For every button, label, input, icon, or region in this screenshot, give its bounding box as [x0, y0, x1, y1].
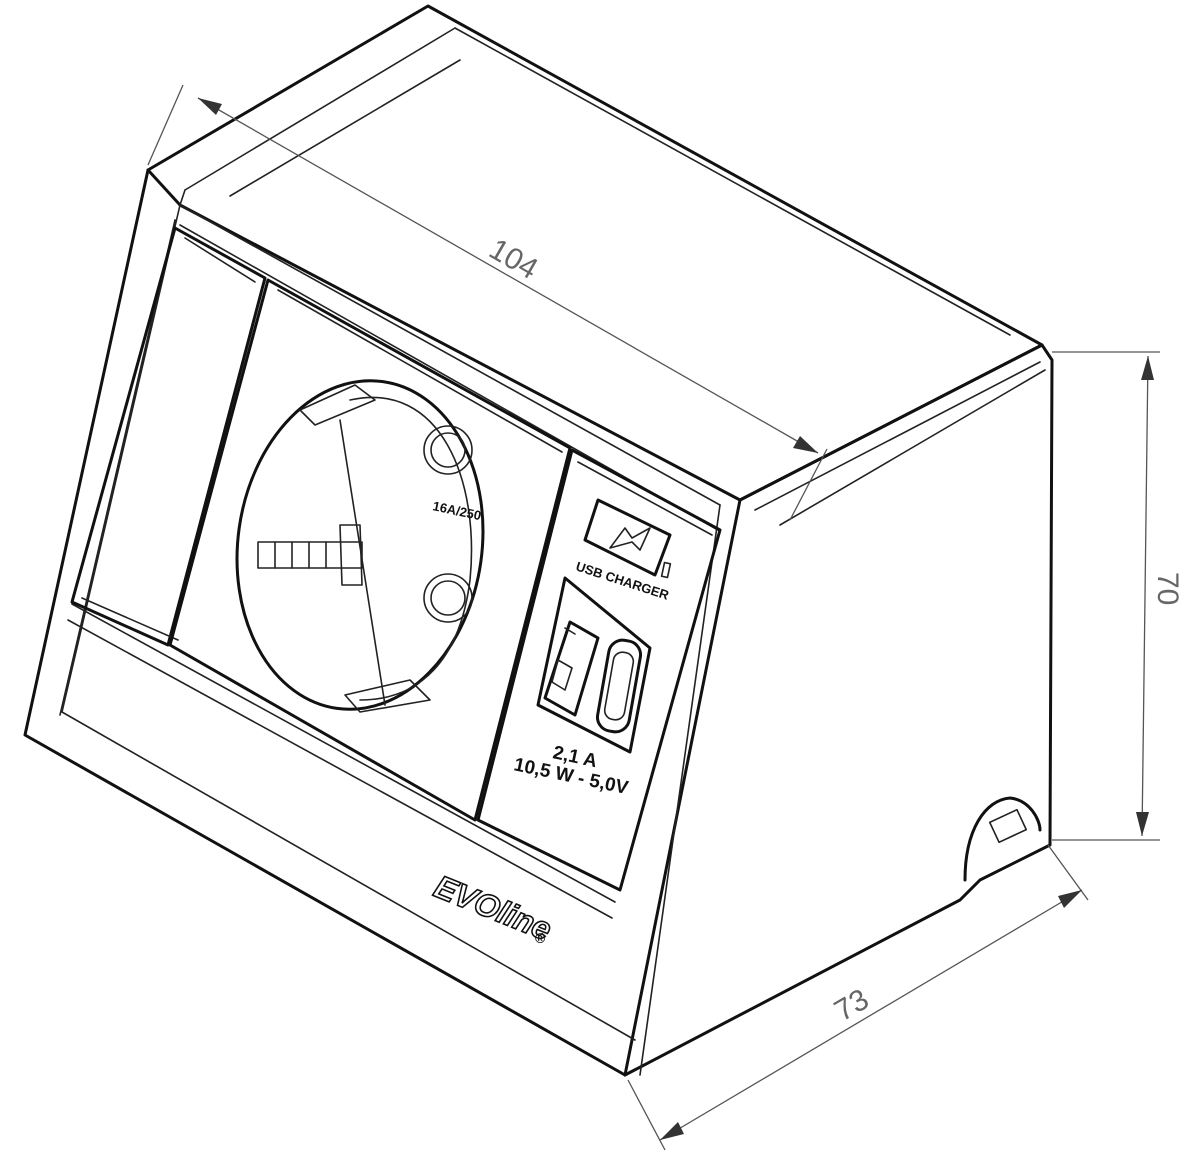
socket-rating: 16A/250 [431, 498, 482, 523]
earth-clip-top [299, 384, 376, 426]
top-rim [179, 27, 1011, 336]
socket-opening [235, 379, 485, 711]
cable-notch [963, 796, 1042, 882]
dimension-depth: 73 [627, 844, 1089, 1151]
usb-charger-icon [583, 498, 672, 579]
width-value: 104 [484, 232, 544, 286]
height-value: 70 [1151, 572, 1184, 605]
pin-hole-bottom [423, 573, 473, 623]
blank-module [70, 226, 267, 647]
depth-value: 73 [829, 983, 874, 1028]
usb-a-port [543, 620, 600, 717]
earth-contact [257, 541, 363, 569]
brand-logo: EVOline ® [429, 867, 558, 948]
usb-port-frame [536, 576, 652, 754]
left-frame [23, 168, 742, 1077]
right-side-face [623, 343, 1054, 1077]
cable-clip [988, 808, 1028, 844]
usb-c-port [595, 638, 643, 734]
right-side-edge [639, 361, 1046, 1076]
dimension-height: 70 [1052, 351, 1184, 841]
brand-mark: ® [535, 930, 546, 946]
socket-module: 16A/250 [168, 278, 572, 822]
earth-clip-bottom [344, 679, 431, 713]
pin-hole-top [423, 425, 473, 475]
front-bezel [67, 204, 721, 919]
